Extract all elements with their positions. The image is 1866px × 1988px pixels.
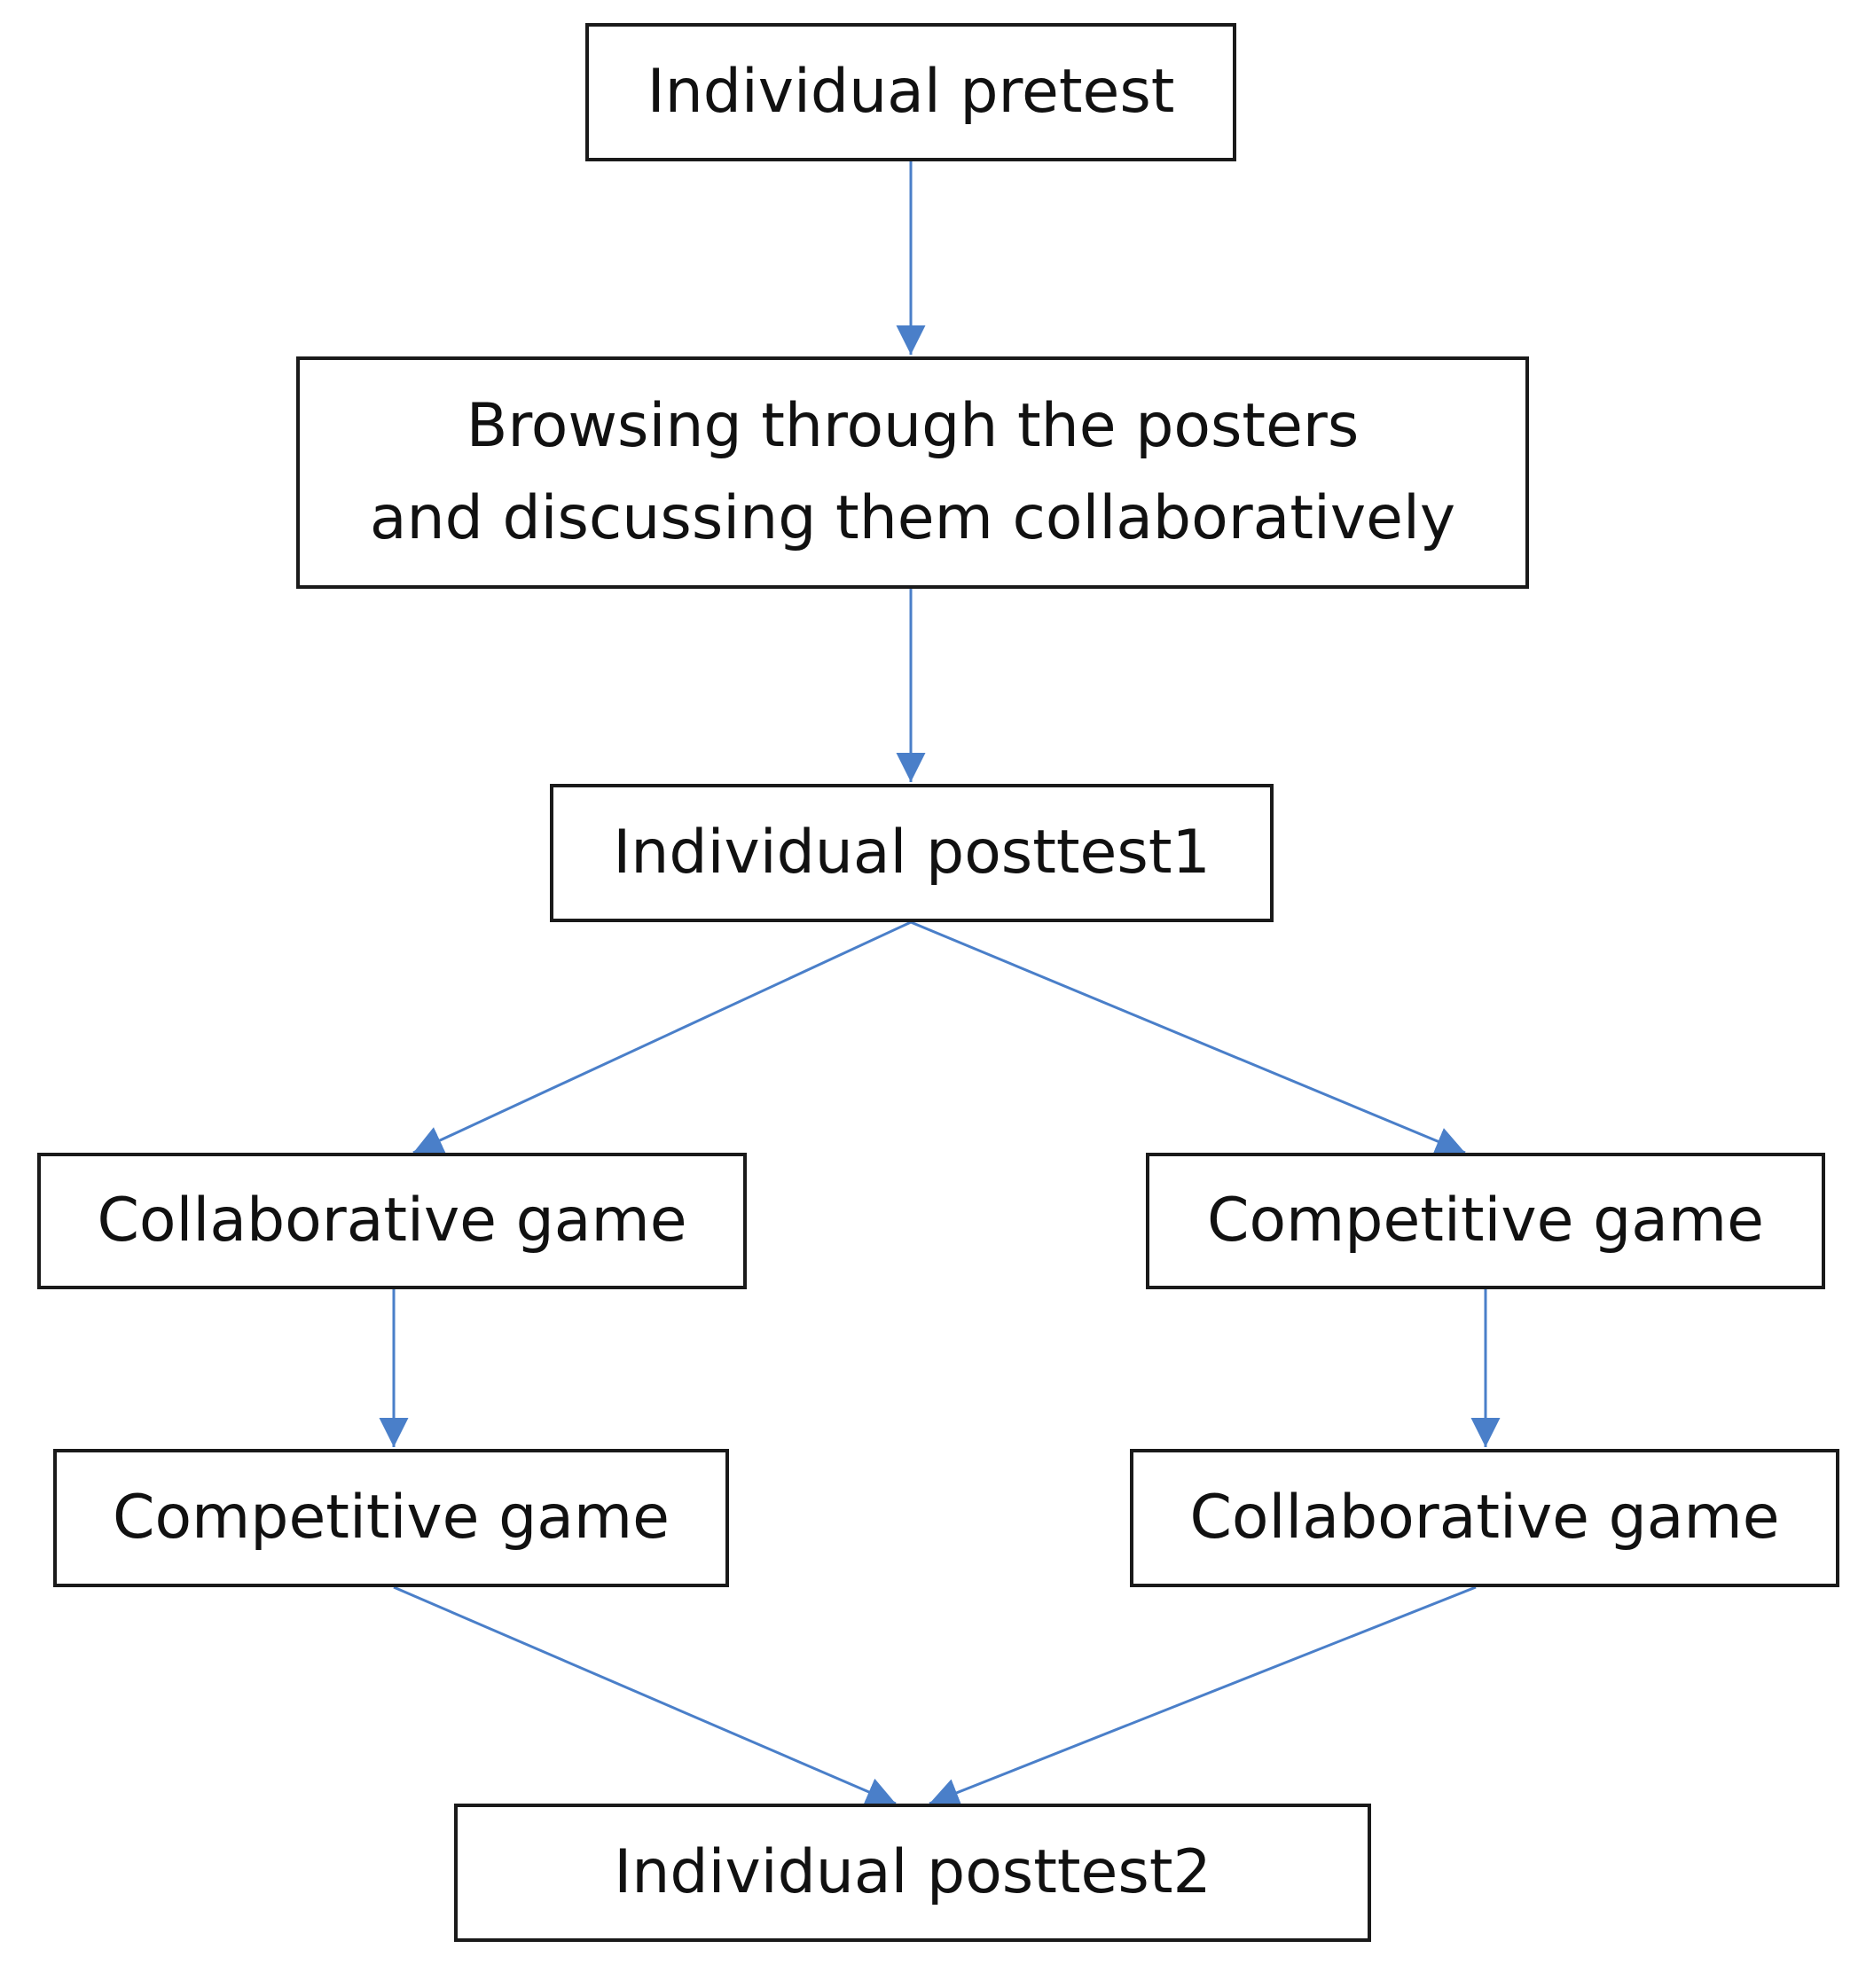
box-right-collaborative-game-label: Collaborative game — [1189, 1483, 1780, 1553]
box-left-collaborative-game-label: Collaborative game — [97, 1186, 687, 1256]
arrow-left_second-to-posttest2 — [393, 1585, 897, 1806]
box-browsing-posters-line2: and discussing them collaboratively — [369, 483, 1456, 553]
arrow-posttest1-to-right_first — [910, 920, 1466, 1155]
box-left-collaborative-game: Collaborative game — [37, 1153, 747, 1289]
box-browsing-posters: Browsing through the posters and discuss… — [296, 356, 1529, 589]
box-individual-posttest2: Individual posttest2 — [454, 1804, 1371, 1942]
box-right-collaborative-game: Collaborative game — [1130, 1449, 1839, 1587]
box-right-competitive-game: Competitive game — [1146, 1153, 1825, 1289]
box-individual-posttest1: Individual posttest1 — [550, 784, 1274, 922]
box-individual-posttest2-label: Individual posttest2 — [614, 1837, 1211, 1907]
box-left-competitive-game-label: Competitive game — [112, 1483, 670, 1553]
box-left-competitive-game: Competitive game — [53, 1449, 729, 1587]
arrow-right_second-to-posttest2 — [929, 1585, 1477, 1807]
arrow-posttest1-to-left_first — [412, 920, 912, 1154]
box-browsing-posters-line1: Browsing through the posters — [466, 391, 1360, 461]
box-individual-pretest-label: Individual pretest — [647, 57, 1175, 127]
box-individual-posttest1-label: Individual posttest1 — [613, 818, 1211, 888]
box-individual-pretest: Individual pretest — [585, 23, 1236, 161]
box-right-competitive-game-label: Competitive game — [1206, 1186, 1765, 1256]
